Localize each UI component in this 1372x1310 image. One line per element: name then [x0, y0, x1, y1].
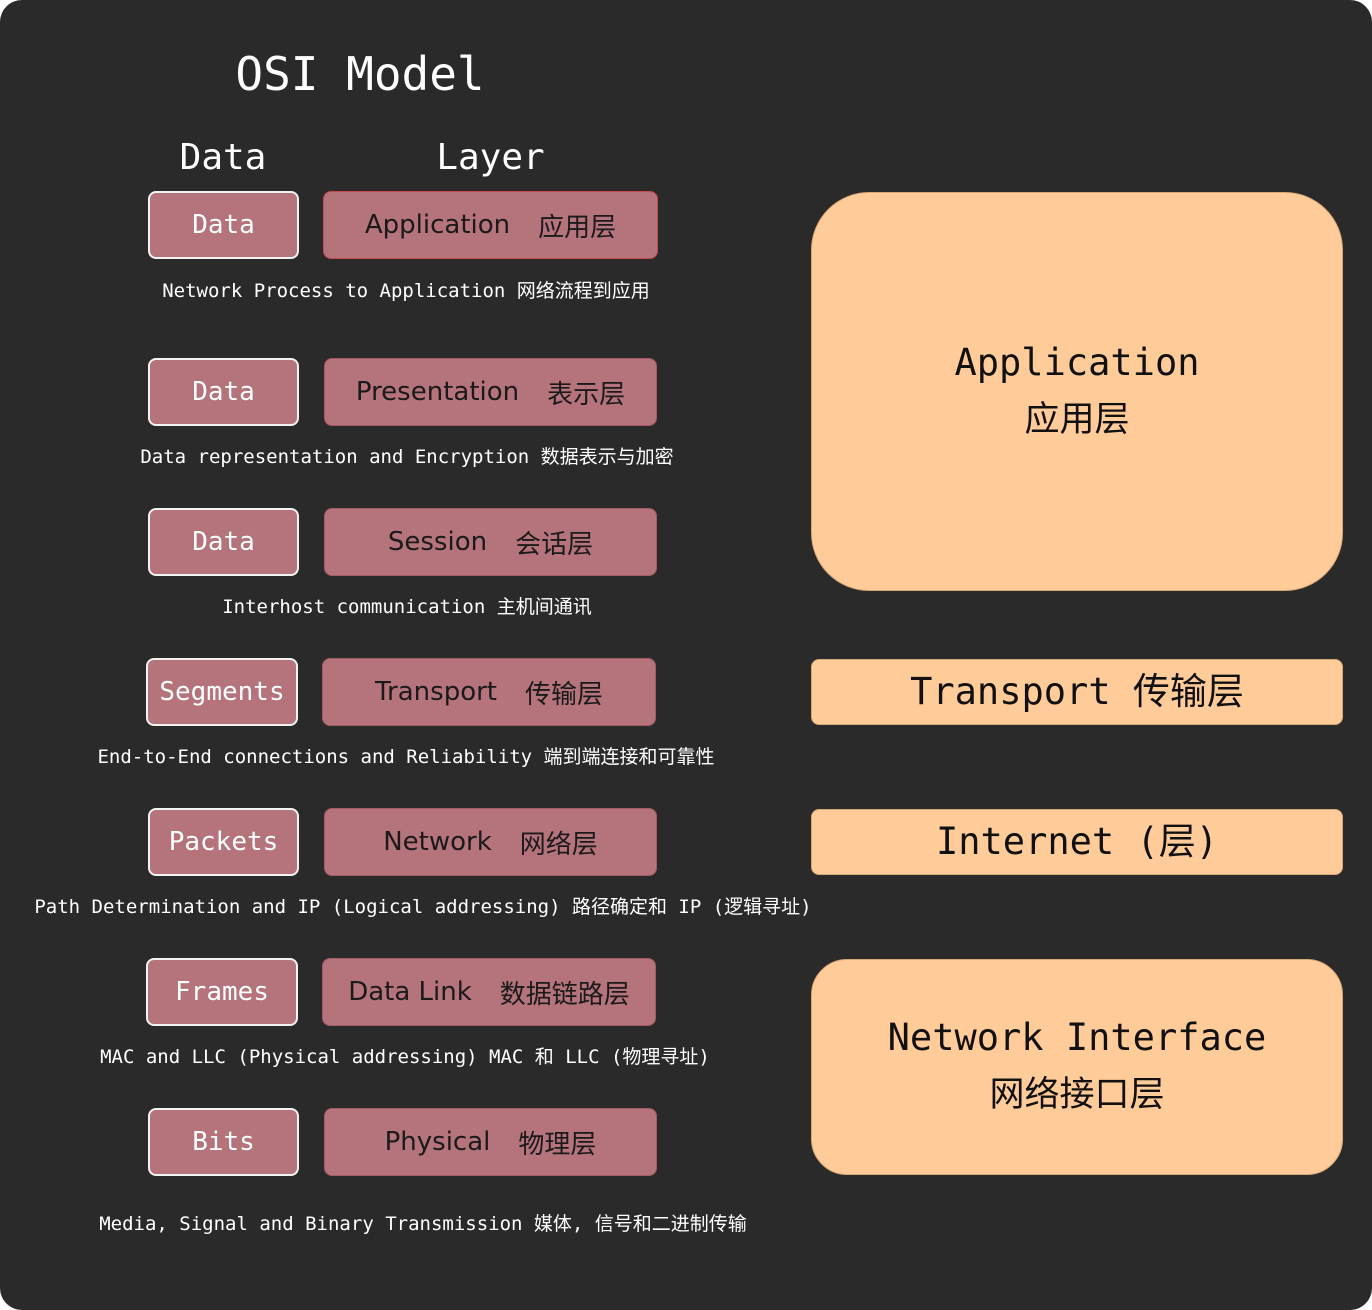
tcpip-layer-label: Transport 传输层: [910, 670, 1244, 713]
layer-name-zh: 应用层: [538, 212, 617, 243]
data-unit-session: Data: [148, 508, 299, 576]
tcpip-layer-name-en: Application: [954, 340, 1200, 384]
layer-name-en: Transport: [374, 677, 497, 707]
data-unit-transport: Segments: [146, 658, 298, 726]
layer-name-en: Application: [364, 210, 511, 240]
data-column-header: Data: [179, 137, 267, 178]
osi-layer-network: Network 网络层: [324, 808, 657, 876]
tcpip-layer-internet: Internet (层): [811, 809, 1343, 875]
layer-column-header: Layer: [436, 137, 545, 178]
layer-name-en: Network: [383, 827, 492, 857]
layer-description-presentation: Data representation and Encryption 数据表示与…: [140, 446, 674, 468]
osi-layer-application: Application 应用层: [323, 191, 658, 259]
tcpip-layer-label: Internet (层): [935, 820, 1219, 863]
tcpip-layer-name-zh: 应用层: [1024, 399, 1130, 440]
diagram-title: OSI Model: [235, 47, 485, 101]
data-unit-presentation: Data: [148, 358, 299, 426]
data-unit-network: Packets: [148, 808, 299, 876]
data-unit-physical: Bits: [148, 1108, 299, 1176]
tcpip-layer-name-zh: 网络接口层: [989, 1075, 1165, 1115]
layer-name-zh: 物理层: [518, 1129, 597, 1160]
layer-name-zh: 传输层: [525, 679, 604, 710]
layer-name-en: Data Link: [348, 977, 472, 1007]
layer-name-en: Physical: [384, 1127, 491, 1157]
layer-description-application: Network Process to Application 网络流程到应用: [162, 280, 650, 302]
osi-layer-data-link: Data Link 数据链路层: [322, 958, 656, 1026]
data-unit-data-link: Frames: [146, 958, 298, 1026]
layer-name-zh: 会话层: [515, 529, 594, 560]
osi-layer-session: Session 会话层: [324, 508, 657, 576]
layer-description-session: Interhost communication 主机间通讯: [222, 596, 592, 618]
osi-layer-presentation: Presentation 表示层: [324, 358, 657, 426]
osi-layer-physical: Physical 物理层: [324, 1108, 657, 1176]
layer-name-zh: 表示层: [547, 379, 626, 410]
layer-name-zh: 网络层: [519, 829, 598, 860]
layer-description-data-link: MAC and LLC (Physical addressing) MAC 和 …: [100, 1046, 710, 1068]
layer-name-en: Presentation: [355, 377, 520, 407]
tcpip-layer-transport: Transport 传输层: [811, 659, 1343, 725]
layer-name-zh: 数据链路层: [499, 979, 630, 1010]
layer-description-network: Path Determination and IP (Logical addre…: [34, 896, 812, 918]
layer-description-transport: End-to-End connections and Reliability 端…: [97, 746, 715, 768]
data-unit-application: Data: [148, 191, 299, 259]
tcpip-layer-network-interface: Network Interface 网络接口层: [811, 959, 1343, 1175]
osi-layer-transport: Transport 传输层: [322, 658, 656, 726]
tcpip-layer-application: Application 应用层: [811, 192, 1343, 591]
tcpip-layer-name-en: Network Interface: [887, 1016, 1267, 1059]
layer-name-en: Session: [387, 527, 488, 557]
layer-description-physical: Media, Signal and Binary Transmission 媒体…: [99, 1213, 747, 1235]
